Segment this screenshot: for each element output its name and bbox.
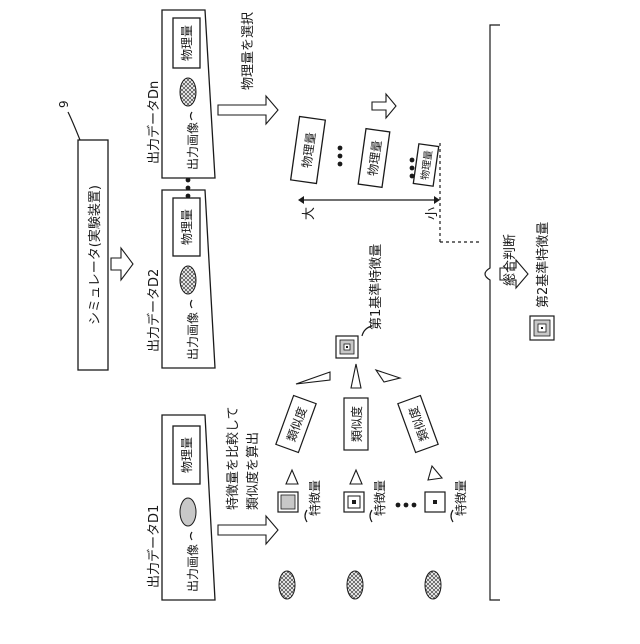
compare-note-line1: 特徴量を比較して [226, 406, 241, 510]
simulator-ref: 9 [57, 100, 71, 108]
first-reference-feature: 第1基準特徴量 [336, 244, 384, 358]
output-data-dn-image-label: 出力画像 [186, 122, 200, 170]
similarity-arrow-in-1 [286, 470, 298, 484]
output-data-d1-quantity-label: 物理量 [180, 437, 194, 473]
ranking-ellipsis-2 [410, 158, 415, 179]
output-image-dn-icon [180, 78, 196, 106]
similarity-badge-3: 類似度 [398, 395, 438, 452]
output-data-d2: 出力データD2 出力画像 物理量 [146, 190, 215, 368]
similarity-block: 類似度 類似度 類似度 [276, 364, 442, 484]
feature-image-2 [347, 571, 363, 599]
feature-image-1 [279, 571, 295, 599]
feature-marker-1 [278, 492, 298, 512]
output-data-d1: 出力データD1 出力画像 物理量 [146, 415, 215, 600]
simulator-label: シミュレータ(実験装置) [87, 185, 103, 325]
second-reference-label: 第2基準特徴量 [535, 222, 551, 308]
similarity-label-2: 類似度 [349, 406, 364, 442]
simulator: シミュレータ(実験装置) 9 [57, 100, 133, 370]
similarity-arrow-in-2 [350, 470, 362, 484]
simulator-down-arrow [111, 248, 133, 280]
output-image-d1-icon [180, 498, 196, 526]
compare-arrow [218, 516, 278, 544]
quantity-ranking: 物理量 物理量 物理量 大 小 [291, 94, 480, 242]
select-quantity-arrow [218, 96, 278, 124]
feature-image-3 [425, 571, 441, 599]
similarity-badge-1: 類似度 [276, 395, 316, 452]
compare-note-line2: 類似度を算出 [245, 432, 261, 510]
feature-label-3: 特徴量 [453, 480, 468, 516]
ranked-quantity-2: 物理量 [358, 129, 390, 188]
similarity-arrow-out-2 [351, 364, 361, 388]
output-data-d1-title: 出力データD1 [146, 505, 162, 588]
similarity-arrow-out-3 [376, 370, 400, 382]
similarity-arrow-out-1 [296, 372, 330, 384]
ranked-quantity-1: 物理量 [291, 117, 326, 184]
ranking-select-arrow [372, 94, 396, 118]
feature-label-2: 特徴量 [372, 480, 387, 516]
output-data-dn-title: 出力データDn [146, 81, 162, 164]
output-data-d1-image-label: 出力画像 [186, 544, 200, 592]
feature-marker-3 [425, 492, 445, 512]
output-image-d2-icon [180, 266, 196, 294]
output-data-dn-quantity-label: 物理量 [180, 25, 194, 61]
second-reference-feature [530, 316, 554, 340]
similarity-arrow-in-3 [428, 466, 442, 480]
feature-marker-2 [344, 492, 364, 512]
output-data-d2-image-label: 出力画像 [186, 312, 200, 360]
simulator-ref-leader [68, 112, 80, 140]
rotated-figure: シミュレータ(実験装置) 9 出力データD1 出力画像 物理量 出力データD2 … [57, 10, 554, 600]
feature-column: 特徴量 特徴量 特徴量 [278, 480, 468, 599]
compare-feature-step: 特徴量を比較して 類似度を算出 [218, 406, 278, 544]
first-reference-label: 第1基準特徴量 [368, 244, 384, 330]
output-data-d2-title: 出力データD2 [146, 269, 162, 352]
output-data-ellipsis [186, 178, 191, 199]
select-quantity-note: 物理量を選択 [241, 12, 256, 90]
select-quantity-step: 物理量を選択 [218, 12, 278, 124]
output-data-d2-quantity-label: 物理量 [180, 209, 194, 245]
similarity-badge-2: 類似度 [344, 398, 368, 450]
bracket [485, 25, 500, 600]
scale-large: 大 [302, 207, 317, 220]
feature-label-1: 特徴量 [307, 480, 322, 516]
overall-judgement: 総合判断 第2基準特徴量 [485, 25, 554, 600]
output-data-dn: 出力データDn 出力画像 物理量 [146, 10, 215, 178]
overall-judgement-label: 総合判断 [503, 234, 518, 286]
scale-small: 小 [425, 207, 440, 220]
ranked-quantity-3: 物理量 [413, 144, 438, 186]
ranking-ellipsis [338, 146, 343, 167]
